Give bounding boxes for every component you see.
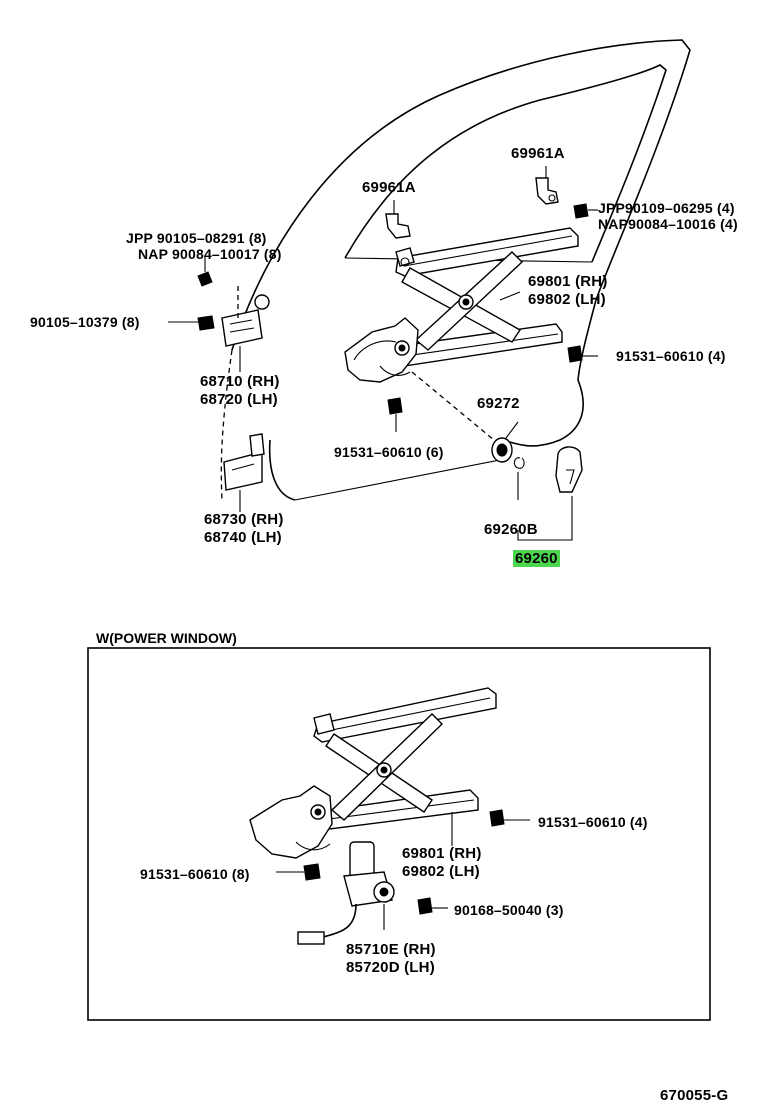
label-upper-hinge-rh: 68710 (RH) (200, 373, 280, 390)
label-lower-hinge-rh: 68730 (RH) (204, 511, 284, 528)
label-motor-rh: 85710E (RH) (346, 941, 436, 958)
label-nap-top-right: NAP90084–10016 (4) (598, 216, 738, 232)
bracket-69961a-right (535, 166, 559, 205)
hinge-68710 (221, 286, 270, 347)
label-lower-regulator-lh: 69802 (LH) (402, 863, 480, 880)
power-window-box (87, 647, 711, 1021)
door-frame-outline (220, 39, 691, 501)
screw-right-icon (567, 345, 598, 363)
label-lower-screw-right: 91531–60610 (4) (538, 814, 648, 830)
label-69961a-left: 69961A (362, 179, 416, 196)
label-screw-right: 91531–60610 (4) (616, 348, 726, 364)
label-handle-seat: 69272 (477, 395, 520, 412)
label-regulator-rh: 69801 (RH) (528, 273, 608, 290)
bolt-hinge-icon (168, 315, 215, 331)
clip-69260b (513, 457, 525, 500)
label-nap-left: NAP 90084–10017 (8) (138, 246, 282, 262)
motor-85710e (297, 841, 395, 945)
handle-69260 (517, 446, 583, 541)
handle-seat-69272 (411, 371, 519, 463)
label-69961a-right: 69961A (511, 145, 565, 162)
bolt-top-right-icon (573, 203, 598, 219)
label-jpp-top-right: JPP90109–06295 (4) (598, 200, 735, 216)
regulator-69801-lower (249, 687, 497, 859)
lower-screw-right-icon (489, 809, 530, 827)
label-upper-hinge-lh: 68720 (LH) (200, 391, 278, 408)
label-screw-bottom: 91531–60610 (6) (334, 444, 444, 460)
label-motor-bolt: 90168–50040 (3) (454, 902, 564, 918)
lower-screw-left-icon (276, 863, 321, 881)
regulator-69801-upper (344, 227, 579, 383)
motor-bolt-icon (417, 897, 448, 915)
hinge-68730 (223, 433, 265, 491)
label-clip: 69260B (484, 521, 538, 538)
section-title-power-window: W(POWER WINDOW) (96, 630, 237, 646)
label-hinge-bolt: 90105–10379 (8) (30, 314, 140, 330)
bracket-69961a-left (385, 200, 411, 239)
label-motor-lh: 85720D (LH) (346, 959, 435, 976)
leader-regulator (499, 291, 521, 301)
highlighted-part-number[interactable]: 69260 (513, 550, 560, 567)
label-handle-assy[interactable]: 69260 (513, 550, 560, 567)
bolt-jpp-left-icon (197, 256, 213, 287)
label-lower-regulator-rh: 69801 (RH) (402, 845, 482, 862)
label-regulator-lh: 69802 (LH) (528, 291, 606, 308)
label-jpp-left: JPP 90105–08291 (8) (126, 230, 267, 246)
diagram-code: 670055-G (660, 1087, 729, 1104)
screw-bottom-icon (387, 397, 403, 432)
label-lower-hinge-lh: 68740 (LH) (204, 529, 282, 546)
label-lower-screw-left: 91531–60610 (8) (140, 866, 250, 882)
